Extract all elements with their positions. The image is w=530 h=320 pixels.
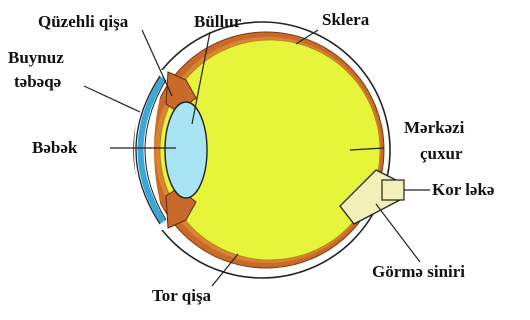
label-fovea-line2: çuxur xyxy=(420,144,463,164)
label-fovea-line1: Mərkəzi xyxy=(404,118,464,138)
label-lens: Büllur xyxy=(194,12,241,32)
label-iris: Qüzehli qişa xyxy=(38,12,128,32)
leader-optic-nerve xyxy=(376,204,420,262)
label-cornea-line2: təbəqə xyxy=(14,72,61,92)
label-cornea-line1: Buynuz xyxy=(8,48,64,68)
blind-spot-box xyxy=(382,180,404,200)
label-retina: Tor qişa xyxy=(152,286,211,306)
label-optic-nerve: Görmə siniri xyxy=(372,262,465,282)
label-pupil: Bəbək xyxy=(32,138,77,158)
label-blind-spot: Kor ləkə xyxy=(432,180,494,200)
lens-shape xyxy=(165,102,207,198)
label-sclera: Sklera xyxy=(322,10,369,30)
leader-cornea xyxy=(84,86,140,112)
